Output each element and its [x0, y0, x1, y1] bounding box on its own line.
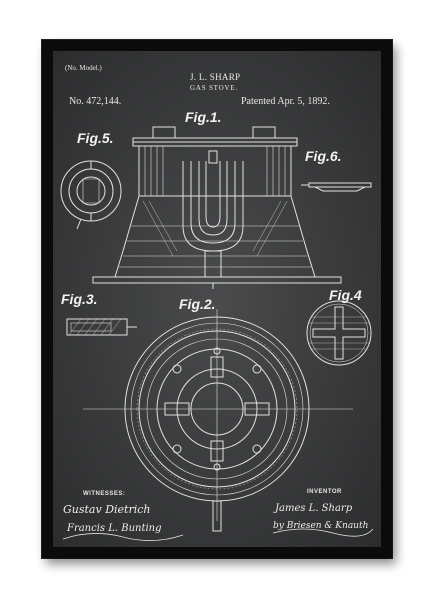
fig6-profile [301, 182, 372, 192]
fig3-burner-detail [66, 318, 137, 336]
patent-drawing [53, 51, 381, 547]
model-note: (No. Model.) [65, 64, 102, 72]
fig4-cross-valve [306, 300, 372, 366]
invention-title: GAS STOVE. [190, 84, 238, 92]
witness-signature-1: Gustav Dietrich [63, 503, 151, 516]
fig1-stove-section [92, 126, 342, 289]
fig3-label: Fig.3. [61, 291, 98, 307]
signature-flourish [62, 533, 184, 541]
inventor-signature: James L. Sharp [275, 503, 353, 514]
fig6-label: Fig.6. [305, 148, 342, 164]
fig5-ring [60, 160, 122, 230]
fig5-label: Fig.5. [77, 130, 114, 146]
fig1-label: Fig.1. [185, 109, 222, 125]
fig4-label: Fig.4 [329, 287, 362, 303]
witness-signature-2: Francis L. Bunting [67, 523, 162, 534]
witnesses-label: WITNESSES: [83, 491, 126, 497]
fig2-label: Fig.2. [179, 296, 216, 312]
picture-frame: (No. Model.) J. L. SHARP GAS STOVE. No. … [42, 40, 392, 558]
patent-number: No. 472,144. [69, 96, 122, 107]
inventor-flourish [272, 528, 374, 537]
patent-poster: (No. Model.) J. L. SHARP GAS STOVE. No. … [53, 51, 381, 547]
patent-date: Patented Apr. 5, 1892. [241, 96, 330, 107]
fig2-plan-view [83, 309, 353, 532]
attorney-signature: by Briesen & Knauth [273, 521, 369, 531]
inventor-label: INVENTOR [307, 489, 342, 495]
inventor-name: J. L. SHARP [190, 72, 241, 82]
